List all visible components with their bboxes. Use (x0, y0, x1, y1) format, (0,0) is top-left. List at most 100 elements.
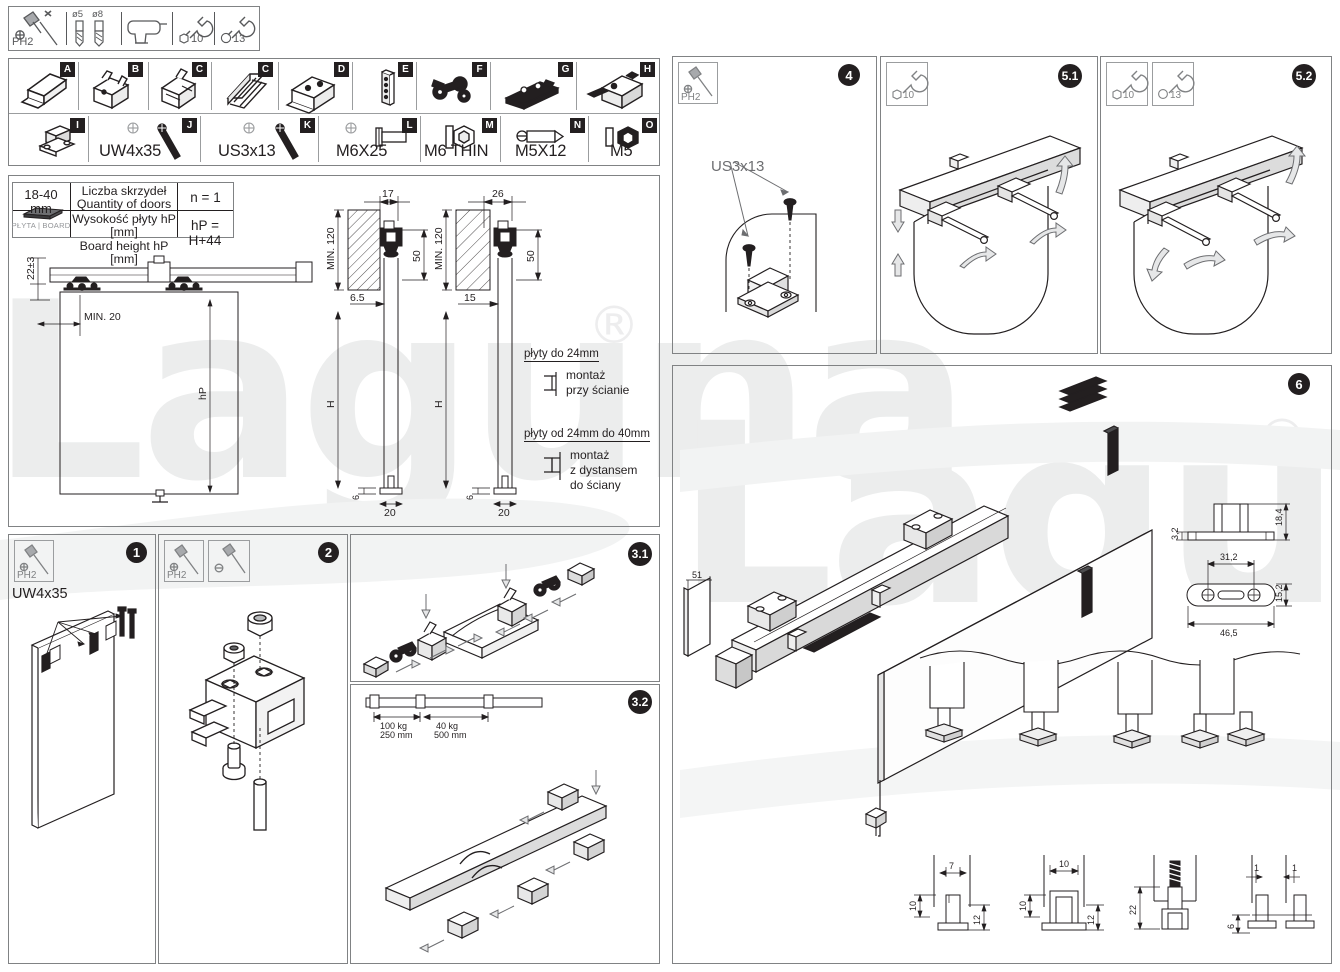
part-code-j: J (182, 118, 197, 133)
mount-note-1-title: płyty do 24mm (524, 348, 599, 362)
step-5-1-panel (880, 56, 1098, 354)
load-2-weight: 40 kg (436, 721, 458, 731)
load-2-spacing: 500 mm (434, 730, 467, 740)
dim-right-h: H (433, 400, 445, 408)
part-code-c2: C (258, 62, 273, 77)
board-icon (22, 207, 64, 220)
dim-left-top: 17 (382, 188, 394, 200)
part-name-n: M5X12 (515, 142, 567, 160)
part-icon-o (605, 126, 639, 149)
spec-row2-label: Wysokość płyty hP [mm] Board height hP [… (71, 212, 177, 267)
step-1-tool-ph2: PH2 (14, 540, 54, 582)
spec-board-range: 18-40 mm (24, 187, 58, 217)
step-3-1-illustration (362, 562, 596, 679)
step-2-badge: 2 (318, 542, 339, 563)
part-code-d: D (334, 62, 349, 77)
step-5-2-illustration (1118, 135, 1307, 335)
part-code-n: N (570, 118, 585, 133)
dim-right-foot: 6 (465, 495, 475, 500)
tool-label-bit5: ø5 (72, 9, 84, 20)
step-5-2-tool-label-13: 13 (1170, 90, 1182, 101)
step-2-illustration (188, 611, 306, 831)
dim-left-base: 20 (384, 507, 396, 519)
mount-note-2-symbol (544, 452, 561, 480)
bottom-detail-3: 22 (1128, 855, 1197, 931)
dim-right-min120: MIN. 120 (433, 227, 445, 270)
guide-dimension-drawing: 18,4 3,2 31,2 15,2 46,5 (1170, 502, 1292, 638)
part-code-o: O (642, 118, 657, 133)
part-code-l: L (402, 118, 417, 133)
part-icon-l (375, 127, 407, 147)
step-5-1-tool-label: 10 (903, 90, 915, 101)
step-5-2-tool-wrench13: 13 (1152, 62, 1195, 106)
detail-3-a: 22 (1128, 905, 1138, 915)
step-5-2-panel (1100, 56, 1332, 354)
step-6-floor-latch (864, 807, 888, 836)
detail-1-b: 10 (908, 901, 918, 911)
detail-1-c: 12 (972, 915, 982, 925)
part-icon-a (20, 73, 68, 109)
step-5-2-tool-wrench10: 10 (1106, 62, 1149, 106)
mount-note-1-line1: montaż (566, 368, 606, 382)
step-5-1-tool-wrench10: 10 (886, 62, 929, 106)
part-icon-j-head (127, 122, 139, 134)
part-icon-g (504, 79, 560, 111)
spec-row2-label-en: Board height hP [mm] (79, 238, 169, 267)
detail-2-b: 10 (1018, 901, 1028, 911)
dim-guide-length: 46,5 (1220, 628, 1238, 638)
dim-right-drop: 50 (525, 250, 537, 262)
dim-right-top: 26 (492, 188, 504, 200)
part-icon-f (431, 76, 471, 103)
parts-list-box (8, 58, 660, 166)
step-1-panel (8, 534, 156, 964)
part-code-a: A (60, 62, 75, 77)
part-name-l: M6X25 (336, 142, 388, 160)
dim-left-min120: MIN. 120 (325, 227, 337, 270)
part-name-j: UW4x35 (99, 142, 162, 160)
step-3-1-badge: 3.1 (628, 542, 652, 566)
step-1-fastener-label: UW4x35 (12, 586, 68, 602)
part-name-m: M6 THIN (424, 142, 489, 160)
part-icon-e (381, 69, 396, 106)
section-left: 17 MIN. 120 50 6.5 H 20 6 (325, 188, 428, 519)
step-5-1-badge: 5.1 (1058, 64, 1082, 88)
step-3-1-panel (350, 534, 660, 682)
step-4-tool-ph2: PH2 (678, 62, 718, 104)
spec-row2-label-pl: Wysokość płyty hP [mm] (72, 212, 176, 240)
step-2-tool-flat (208, 540, 250, 582)
spec-row1-label-en: Quantity of doors (76, 197, 172, 212)
step-5-2-badge: 5.2 (1292, 64, 1316, 88)
step-2-panel (158, 534, 348, 964)
step-2-tool-ph2: PH2 (164, 540, 204, 582)
part-code-k: K (300, 118, 315, 133)
part-icon-d (285, 76, 336, 114)
part-icon-c2 (226, 73, 268, 109)
dim-right-base: 20 (498, 507, 510, 519)
elevation-panel (8, 175, 660, 527)
part-code-b: B (128, 62, 143, 77)
mount-note-1-symbol (544, 372, 557, 396)
dim-guide-plate: 3,2 (1170, 527, 1180, 540)
detail-4-a: 1 (1254, 863, 1259, 873)
mount-note-1-line2: przy ścianie (566, 383, 630, 397)
bottom-detail-1: 7 10 12 (908, 855, 990, 932)
step-6-badge: 6 (1288, 373, 1310, 395)
step-3-2-badge: 3.2 (628, 690, 652, 714)
part-icon-k-head (243, 122, 255, 134)
load-1-weight: 100 kg (380, 721, 407, 731)
dim-left-foot: 6 (351, 495, 361, 500)
detail-2-c: 12 (1086, 915, 1096, 925)
part-code-h: H (640, 62, 655, 77)
part-icon-c1 (160, 68, 197, 110)
mount-note-2-line1: montaż (570, 448, 610, 462)
part-code-m: M (482, 118, 497, 133)
dim-min-20: MIN. 20 (84, 311, 121, 323)
mount-note-2-title: płyty od 24mm do 40mm (524, 428, 650, 442)
step-6-panel (672, 365, 1332, 964)
part-icon-m (445, 125, 475, 149)
step-4-illustration (725, 161, 817, 318)
tool-wrench-13: 13 (216, 8, 258, 49)
bottom-detail-2: 10 10 12 (1018, 855, 1104, 932)
dim-guide-centers: 31,2 (1220, 552, 1238, 562)
